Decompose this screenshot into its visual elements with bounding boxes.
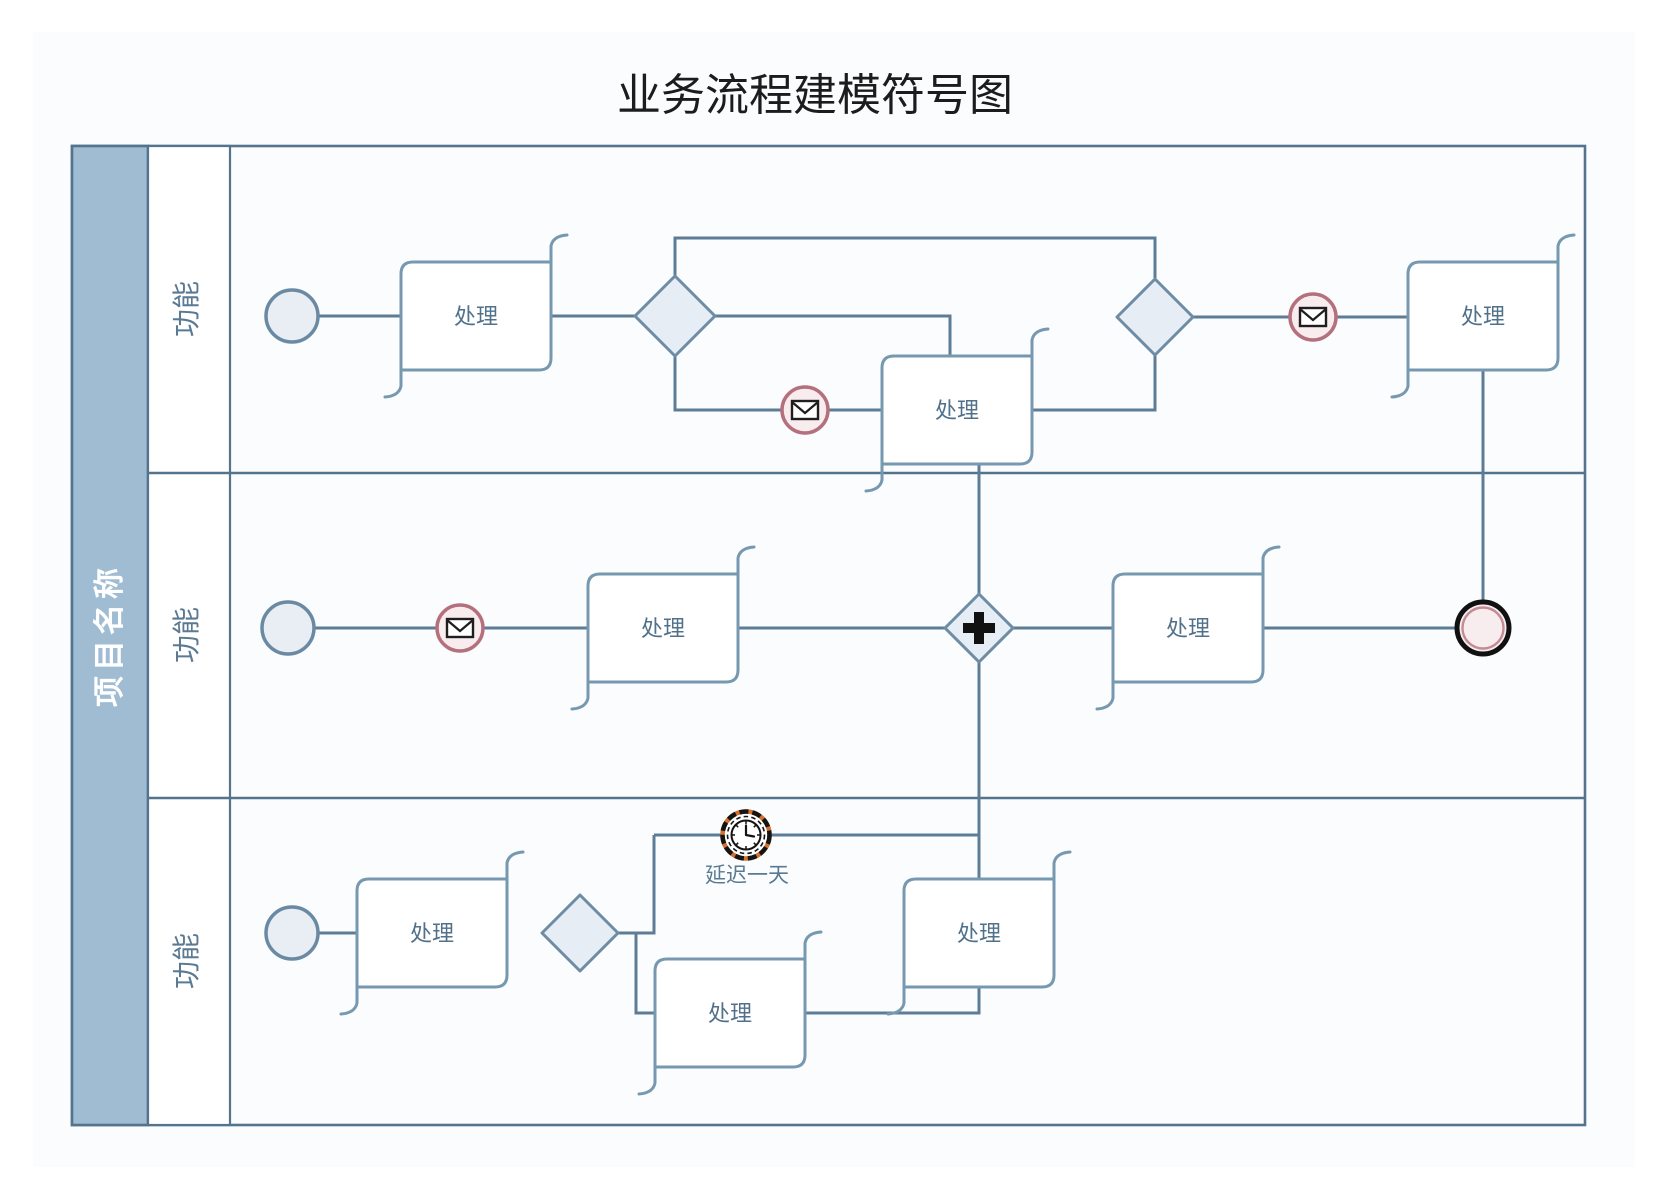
task-5: 处理: [1095, 545, 1281, 711]
envelope-icon: [445, 617, 475, 639]
task-label: 处理: [454, 304, 498, 329]
lane-label-column: [146, 144, 232, 1127]
start-event-lane1: [264, 288, 320, 344]
plus-icon: [963, 612, 995, 644]
pool-title: 项目名称: [92, 563, 127, 707]
exclusive-gateway-1: [633, 274, 717, 358]
task-label: 处理: [1461, 304, 1505, 329]
message-event-lane1: [780, 385, 830, 435]
parallel-gateway: [943, 592, 1015, 664]
task-7: 处理: [886, 850, 1072, 1016]
lane-label-1: 功能: [171, 281, 202, 337]
sequence-flow: [618, 835, 656, 935]
start-event-lane3: [264, 905, 320, 961]
lane-label-3: 功能: [171, 933, 202, 989]
exclusive-gateway-3: [540, 893, 620, 973]
task-8: 处理: [637, 930, 823, 1096]
sequence-flow: [634, 933, 655, 1015]
diagram-canvas: [33, 32, 1635, 1167]
task-label: 处理: [935, 398, 979, 423]
clock-icon: [731, 820, 761, 850]
start-event-lane2: [260, 600, 316, 656]
sequence-flow: [1032, 355, 1157, 412]
diagram-title: 业务流程建模符号图: [617, 71, 1013, 120]
task-label: 处理: [410, 921, 454, 946]
task-4: 处理: [570, 545, 756, 711]
message-event-lane2: [435, 603, 485, 653]
task-label: 处理: [1166, 616, 1210, 641]
task-label: 处理: [641, 616, 685, 641]
envelope-icon: [1298, 306, 1328, 328]
task-1: 处理: [383, 233, 569, 399]
sequence-flow: [805, 987, 981, 1015]
task-6: 处理: [339, 850, 525, 1016]
message-event-before-task3: [1288, 292, 1338, 342]
sequence-flows: [314, 236, 1485, 1015]
sequence-flow: [715, 314, 952, 356]
timer-event-label: 延迟一天: [705, 864, 789, 887]
pool-title-bar: [70, 144, 150, 1127]
task-2: 处理: [864, 327, 1050, 493]
task-label: 处理: [708, 1001, 752, 1026]
lane-label-2: 功能: [171, 607, 202, 663]
sequence-flow: [673, 356, 783, 412]
exclusive-gateway-2: [1115, 277, 1195, 357]
clock-hands: [744, 824, 756, 838]
bpmn-pool: 项目名称 功能 功能 功能: [70, 144, 1587, 1127]
task-3: 处理: [1390, 233, 1576, 399]
envelope-icon: [790, 399, 820, 421]
task-label: 处理: [957, 921, 1001, 946]
end-event: [1454, 599, 1512, 657]
sequence-flow: [673, 236, 1157, 279]
timer-event: [720, 809, 772, 861]
